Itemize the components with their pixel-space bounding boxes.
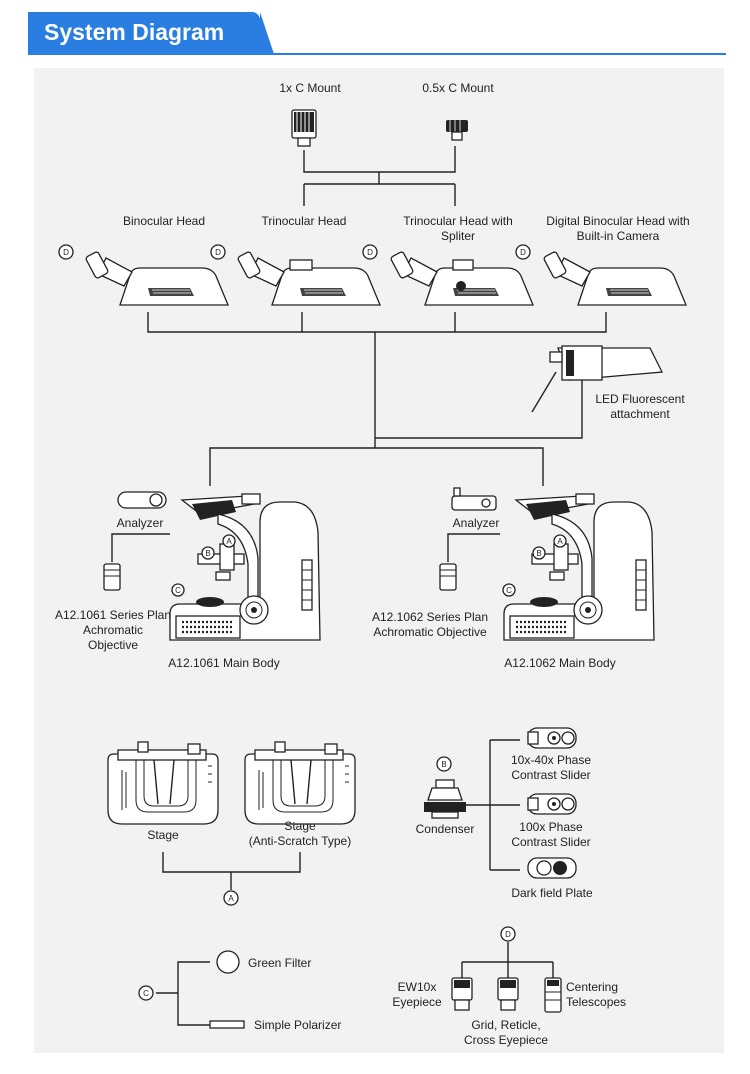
main-body-1062 — [502, 492, 656, 642]
label-simple-polarizer: Simple Polarizer — [254, 1018, 342, 1032]
label-phase-10-40: 10x-40x Phase Contrast Slider — [510, 753, 592, 782]
label-phase-100: 100x Phase Contrast Slider — [511, 820, 591, 849]
label-digital-binocular: Digital Binocular Head with Built-in Cam… — [546, 214, 690, 243]
main-body-1061 — [168, 492, 322, 642]
analyzer-left-device — [117, 491, 167, 509]
label-objective-1061: A12.1061 Series Plan Achromatic Objectiv… — [54, 608, 172, 652]
svg-text:A: A — [228, 894, 234, 903]
label-binocular-head: Binocular Head — [122, 214, 206, 228]
binocular-head — [84, 250, 229, 306]
svg-text:D: D — [520, 248, 526, 257]
centering-telescope-device — [544, 977, 562, 1013]
label-condenser: Condenser — [415, 822, 475, 836]
svg-text:C: C — [143, 989, 149, 998]
badge-d-digital: D — [515, 244, 531, 260]
label-led-fluorescent: LED Fluorescent attachment — [595, 392, 685, 421]
label-ew10x-eyepiece: EW10x Eyepiece — [392, 980, 442, 1009]
label-stage-anti-scratch: Stage (Anti-Scratch Type) — [248, 819, 352, 848]
trinocular-head-splitter — [389, 250, 534, 306]
badge-b-1062: B — [532, 546, 546, 560]
label-analyzer-left: Analyzer — [116, 516, 164, 530]
stage-anti-scratch-device — [244, 741, 356, 825]
badge-d-splitter: D — [362, 244, 378, 260]
badge-b-1061: B — [201, 546, 215, 560]
phase-slider-10-40-device — [527, 727, 577, 749]
badge-c-1062: C — [502, 583, 516, 597]
label-grid-reticle: Grid, Reticle, Cross Eyepiece — [463, 1018, 549, 1047]
c-mount-1x — [291, 109, 317, 147]
badge-a-stage: A — [223, 890, 239, 906]
simple-polarizer-device — [209, 1020, 245, 1029]
label-trinocular-splitter: Trinocular Head with Spliter — [403, 214, 513, 243]
svg-text:D: D — [367, 248, 373, 257]
green-filter-device — [216, 950, 240, 974]
svg-text:B: B — [441, 760, 446, 769]
label-main-body-1061: A12.1061 Main Body — [168, 656, 280, 670]
condenser-device — [424, 779, 466, 819]
grid-reticle-eyepiece-device — [497, 977, 519, 1011]
header-tab: System Diagram — [28, 12, 274, 54]
svg-text:C: C — [175, 586, 181, 595]
label-1x-c-mount: 1x C Mount — [279, 81, 341, 95]
objective-1061-device — [103, 563, 121, 591]
label-main-body-1062: A12.1062 Main Body — [504, 656, 616, 670]
c-mount-05x — [446, 120, 468, 141]
page-title: System Diagram — [44, 19, 225, 45]
svg-text:D: D — [505, 930, 511, 939]
ew10x-eyepiece-device — [451, 977, 473, 1011]
led-fluorescent-attachment — [531, 345, 664, 413]
svg-text:B: B — [536, 549, 541, 558]
section-header: System Diagram — [0, 0, 750, 60]
analyzer-right-device — [451, 487, 497, 511]
svg-text:A: A — [557, 537, 563, 546]
label-stage: Stage — [147, 828, 179, 842]
label-centering-telescopes: Centering Telescopes — [566, 980, 627, 1009]
label-analyzer-right: Analyzer — [452, 516, 500, 530]
svg-text:A: A — [226, 537, 232, 546]
objective-1062-device — [439, 563, 457, 591]
badge-d-binocular: D — [58, 244, 74, 260]
svg-text:D: D — [63, 248, 69, 257]
badge-d-eyepieces: D — [500, 926, 516, 942]
svg-text:B: B — [205, 549, 210, 558]
digital-binocular-head — [542, 250, 687, 306]
trinocular-head — [236, 250, 381, 306]
badge-c-filters: C — [138, 985, 154, 1001]
label-05x-c-mount: 0.5x C Mount — [422, 81, 494, 95]
badge-c-1061: C — [171, 583, 185, 597]
label-dark-field: Dark field Plate — [511, 886, 593, 900]
svg-text:C: C — [506, 586, 512, 595]
badge-b-condenser: B — [436, 756, 452, 772]
stage-device — [107, 741, 219, 825]
label-green-filter: Green Filter — [248, 956, 312, 970]
badge-d-trinocular: D — [210, 244, 226, 260]
badge-a-1061: A — [222, 534, 236, 548]
label-objective-1062: A12.1062 Series Plan Achromatic Objectiv… — [371, 610, 489, 639]
header-underline — [28, 53, 726, 55]
connector-lines — [111, 146, 607, 1026]
badge-a-1062: A — [553, 534, 567, 548]
dark-field-plate-device — [527, 857, 577, 879]
svg-text:D: D — [215, 248, 221, 257]
phase-slider-100-device — [527, 793, 577, 815]
label-trinocular-head: Trinocular Head — [261, 214, 347, 228]
